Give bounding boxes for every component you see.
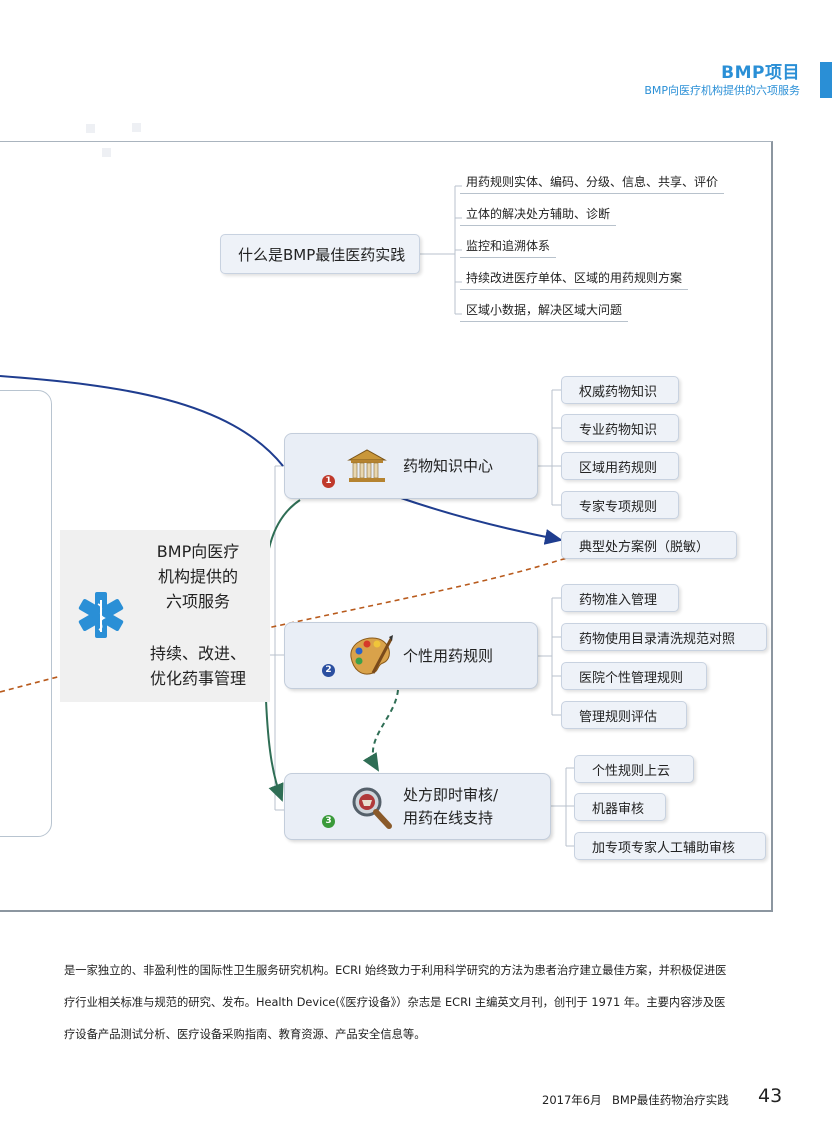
body-line: 是一家独立的、非盈利性的国际性卫生服务研究机构。ECRI 始终致力于利用科学研究… [64, 964, 727, 977]
item-label: 个性规则上云 [592, 763, 671, 779]
topic3-branches [551, 767, 574, 847]
item-label: 医院个性管理规则 [579, 670, 684, 686]
item-label: 药物准入管理 [579, 592, 658, 608]
topic-personal-rules: 2 个性用药规则 [284, 622, 538, 689]
topic3-item: 机器审核 [574, 793, 666, 821]
section-subtitle: BMP向医疗机构提供的六项服务 [644, 84, 800, 97]
item-label: 专家专项规则 [579, 499, 658, 515]
definition-item: 区域小数据，解决区域大问题 [460, 301, 629, 322]
center-line-2: 机构提供的 [157, 567, 238, 586]
topic3-item: 个性规则上云 [574, 755, 694, 783]
definition-item: 用药规则实体、编码、分级、信息、共享、评价 [460, 173, 725, 194]
medical-star-icon [78, 592, 124, 638]
item-label: 典型处方案例（脱敏） [579, 539, 710, 555]
page-number: 43 [758, 1085, 783, 1107]
definition-item: 监控和追溯体系 [460, 237, 557, 258]
topic-drug-knowledge: 1 药物知识中心 [284, 433, 538, 499]
topic-label: 处方即时审核/ [403, 786, 499, 804]
item-label: 权威药物知识 [579, 384, 658, 400]
topic1-item: 专业药物知识 [561, 414, 679, 442]
question-label: 什么是BMP最佳医药实践 [238, 245, 406, 264]
decorative-square [86, 124, 95, 133]
footer-publication: BMP最佳药物治疗实践 [612, 1093, 729, 1107]
museum-icon [347, 449, 387, 482]
center-node: BMP向医疗 机构提供的 六项服务 持续、改进、 优化药事管理 [60, 530, 270, 702]
definition-item: 持续改进医疗单体、区域的用药规则方案 [460, 269, 689, 290]
center-line-5: 优化药事管理 [149, 669, 246, 688]
topic1-item: 专家专项规则 [561, 491, 679, 519]
center-line-3: 六项服务 [165, 592, 230, 611]
body-line: 疗设备产品测试分析、医疗设备采购指南、教育资源、产品安全信息等。 [64, 1028, 426, 1041]
navy-arrow-case [397, 496, 563, 545]
palette-icon [350, 635, 393, 675]
topic1-item: 权威药物知识 [561, 376, 679, 404]
case-item: 典型处方案例（脱敏） [561, 531, 737, 559]
topic-number-badge: 1 [322, 475, 335, 488]
header-accent-bar [820, 62, 832, 98]
item-label: 区域用药规则 [579, 460, 658, 476]
topic2-branches [538, 597, 561, 716]
topic3-item: 加专项专家人工辅助审核 [574, 832, 766, 860]
definition-item: 立体的解决处方辅助、诊断 [460, 205, 617, 226]
mindmap-frame [0, 141, 773, 912]
center-line-4: 持续、改进、 [149, 644, 246, 663]
green-curve-1 [264, 499, 301, 611]
topic-label: 个性用药规则 [403, 647, 494, 665]
topic-label: 药物知识中心 [403, 457, 494, 475]
item-label: 机器审核 [592, 801, 645, 817]
section-title: BMP项目 [721, 63, 800, 83]
question-node: 什么是BMP最佳医药实践 [220, 234, 420, 274]
item-label: 药物使用目录清洗规范对照 [579, 631, 736, 647]
topic2-item: 药物准入管理 [561, 584, 679, 612]
topic-label-line2: 用药在线支持 [403, 809, 494, 827]
topic2-item: 药物使用目录清洗规范对照 [561, 623, 767, 651]
topic1-branches [538, 389, 561, 506]
green-arrow-3 [265, 699, 284, 802]
topic2-item: 管理规则评估 [561, 701, 687, 729]
decorative-square [132, 123, 141, 132]
topic1-item: 区域用药规则 [561, 452, 679, 480]
center-line-1: BMP向医疗 [156, 542, 240, 561]
mindmap-left-panel [0, 390, 52, 837]
decorative-square [102, 148, 111, 157]
green-dashed-arrow [362, 689, 399, 772]
topic-prescription-review: 3 处方即时审核/ 用药在线支持 [284, 773, 551, 840]
magnifier-icon [352, 787, 392, 829]
topic2-item: 医院个性管理规则 [561, 662, 707, 690]
item-label: 加专项专家人工辅助审核 [592, 840, 736, 856]
question-branches [420, 185, 462, 315]
item-label: 专业药物知识 [579, 422, 658, 438]
body-paragraph: 是一家独立的、非盈利性的国际性卫生服务研究机构。ECRI 始终致力于利用科学研究… [64, 955, 772, 1051]
body-line: 疗行业相关标准与规范的研究、发布。Health Device(《医疗设备》）杂志… [64, 996, 726, 1009]
topic-number-badge: 3 [322, 815, 335, 828]
item-label: 管理规则评估 [579, 709, 658, 725]
footer-date: 2017年6月 [542, 1093, 602, 1107]
navy-arrow-in [0, 375, 284, 467]
topic-number-badge: 2 [322, 664, 335, 677]
